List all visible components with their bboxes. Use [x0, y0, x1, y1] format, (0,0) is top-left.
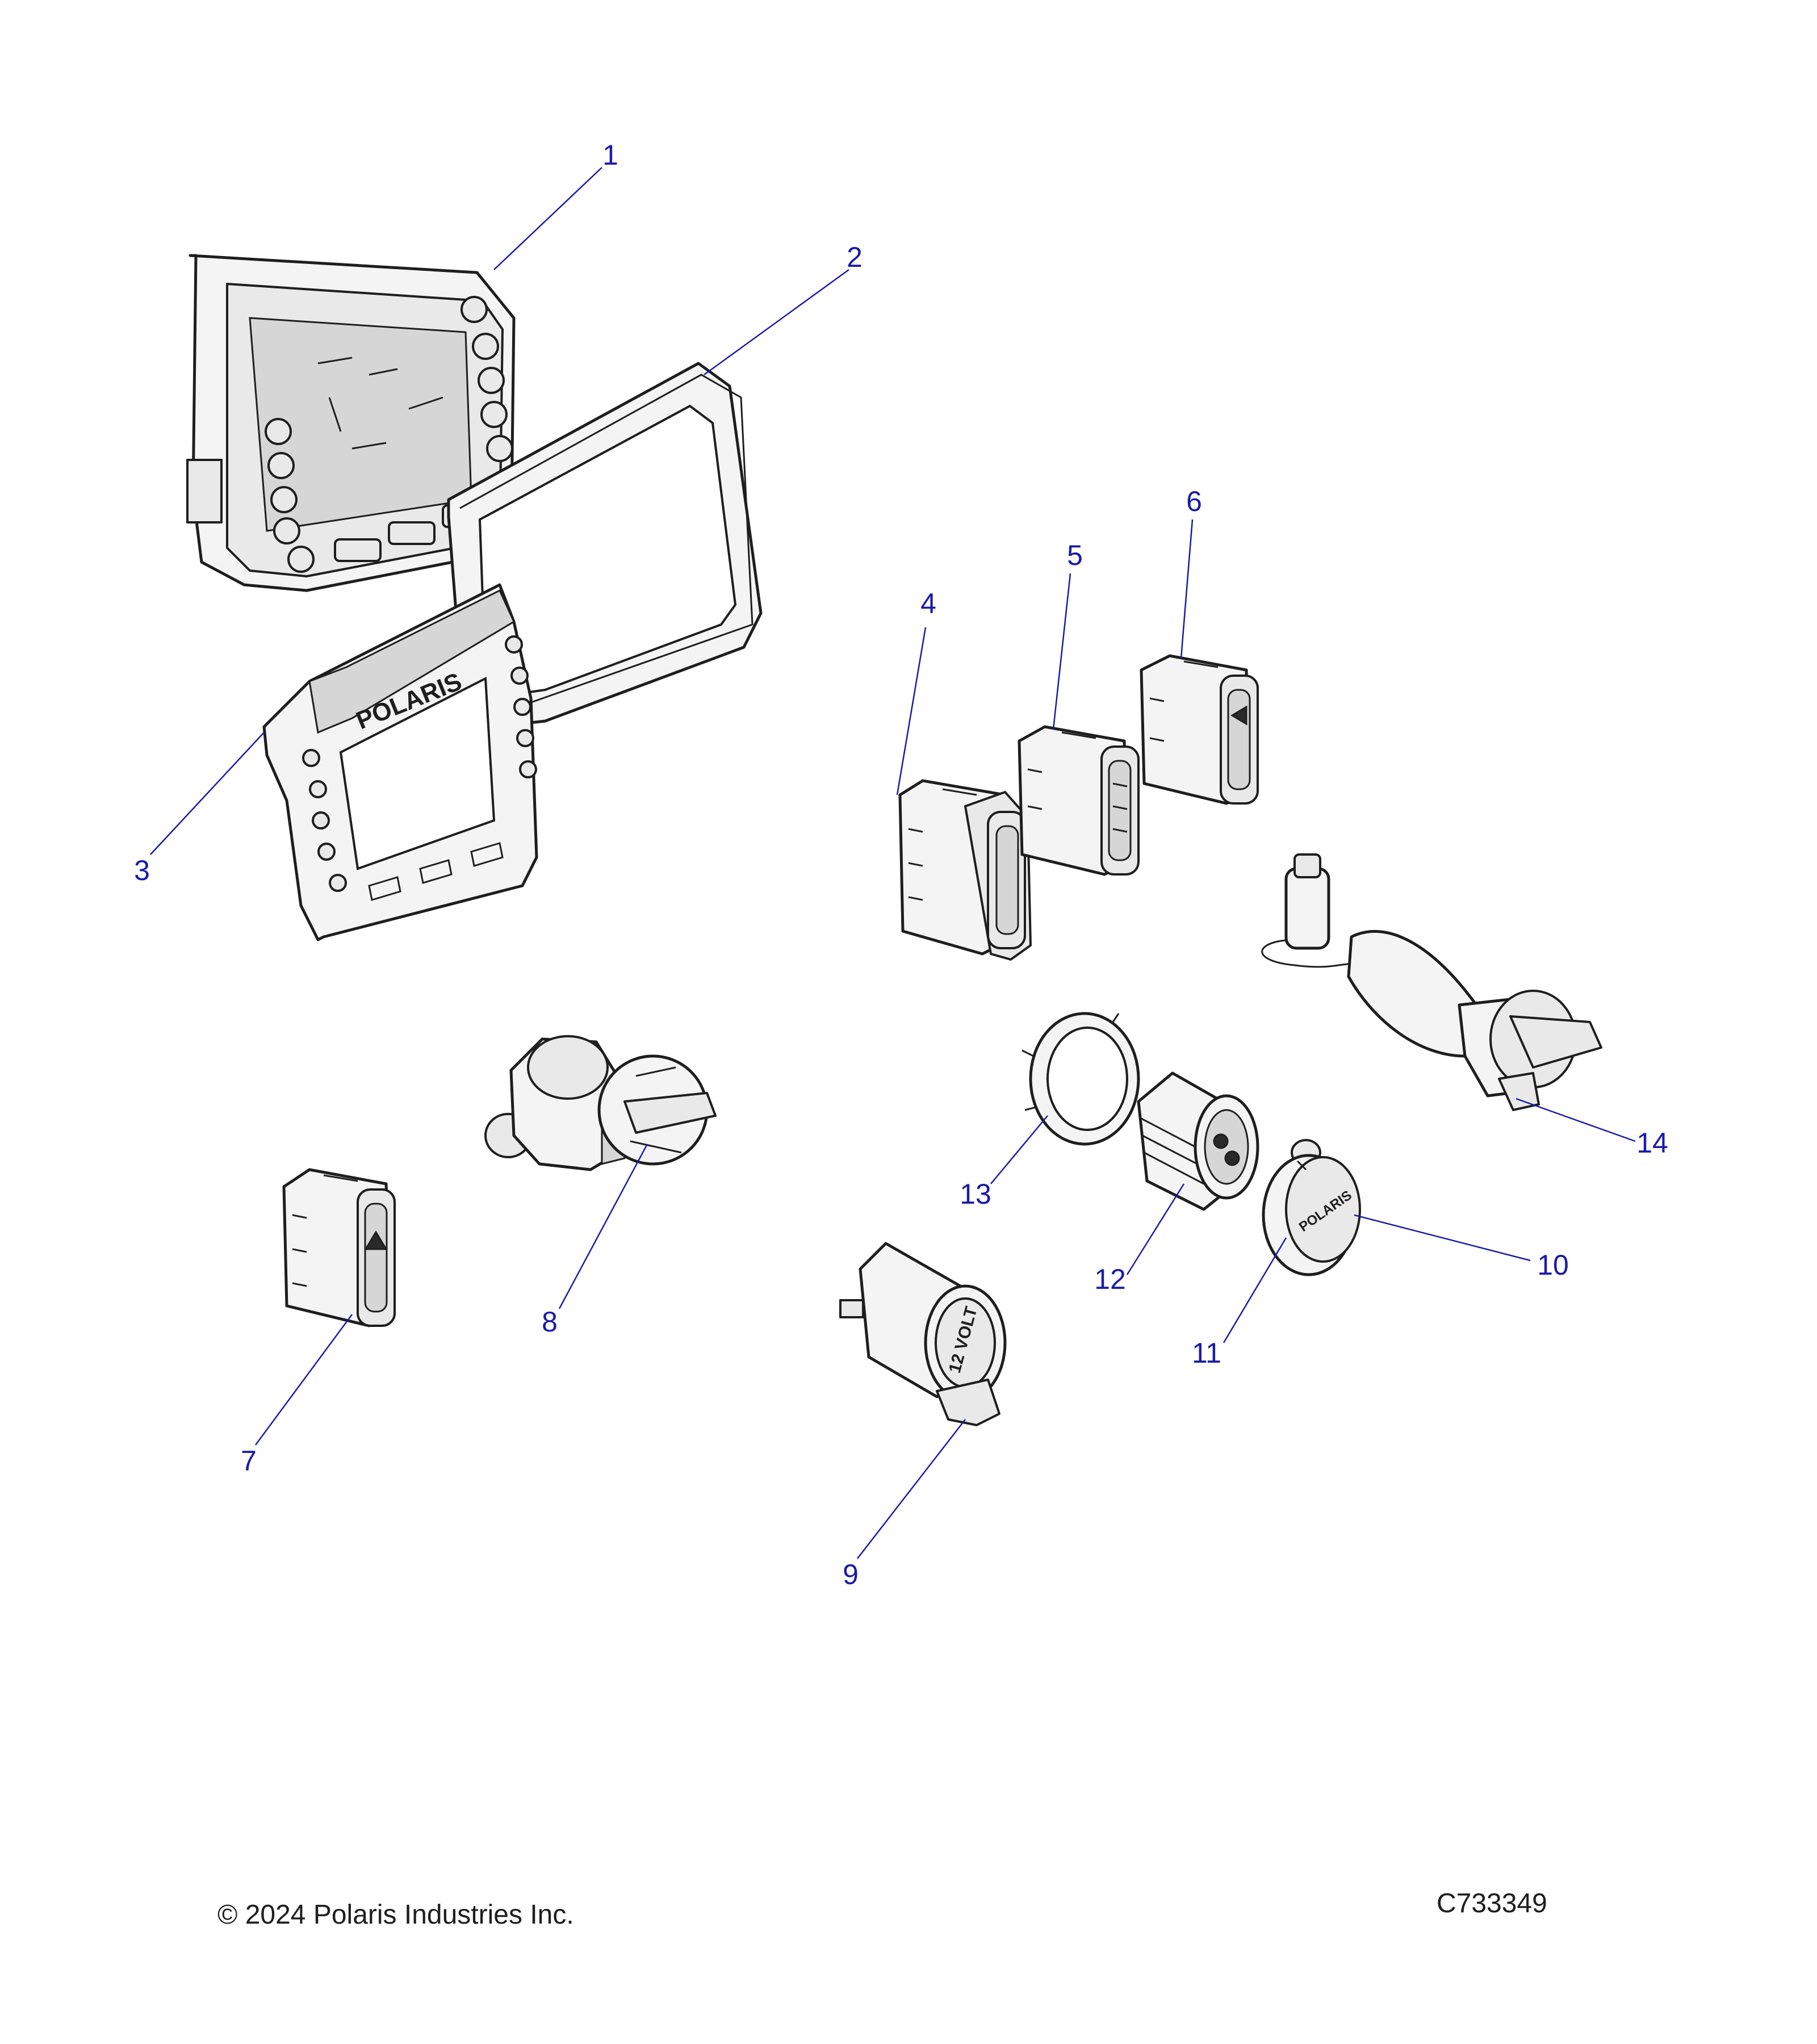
leader-13 — [990, 1115, 1048, 1184]
callout-3: 3 — [134, 855, 150, 886]
part-12-usb-socket-body — [1137, 1071, 1259, 1211]
callout-12: 12 — [1094, 1263, 1126, 1295]
callout-10: 10 — [1537, 1249, 1569, 1281]
callout-numbers: 1 2 3 4 5 6 7 8 9 10 11 12 13 14 — [134, 139, 1668, 1590]
part-1-display-cluster — [186, 254, 516, 592]
callout-8: 8 — [542, 1306, 558, 1338]
part-3-bezel: POLARIS — [262, 583, 538, 941]
leader-14 — [1515, 1098, 1636, 1142]
leader-4 — [896, 627, 927, 795]
leader-10 — [1354, 1214, 1531, 1262]
part-14-usb-harness — [1261, 853, 1602, 1111]
callout-11: 11 — [1192, 1337, 1221, 1369]
part-9-12v-socket: 12 VOLT — [839, 1242, 1007, 1426]
leader-7 — [254, 1314, 353, 1446]
callout-1: 1 — [602, 139, 618, 171]
part-5-rocker-switch — [1018, 725, 1140, 876]
display-buttons-right — [460, 296, 513, 462]
copyright-text: © 2024 Polaris Industries Inc. — [217, 1900, 574, 1930]
leader-6 — [1180, 519, 1194, 659]
callout-5: 5 — [1067, 539, 1083, 571]
leader-1 — [493, 167, 602, 270]
callout-6: 6 — [1186, 485, 1202, 517]
callout-7: 7 — [241, 1445, 257, 1477]
display-buttons-left — [265, 418, 315, 573]
part-4-rocker-switch — [898, 779, 1032, 961]
callout-14: 14 — [1636, 1127, 1668, 1159]
callout-13: 13 — [960, 1178, 991, 1210]
callout-9: 9 — [843, 1559, 859, 1590]
leader-11 — [1223, 1237, 1287, 1343]
callout-4: 4 — [920, 588, 936, 619]
leader-5 — [1052, 573, 1071, 730]
figure-id-text: C733349 — [1437, 1888, 1547, 1919]
callout-2: 2 — [847, 241, 863, 273]
part-10-11-polaris-cap: POLARIS — [1262, 1139, 1361, 1276]
leader-3 — [150, 732, 265, 855]
leader-8 — [558, 1144, 648, 1309]
leader-9 — [857, 1419, 966, 1559]
leader-2 — [704, 269, 849, 376]
leader-12 — [1126, 1183, 1185, 1275]
part-7-hazard-switch — [282, 1168, 396, 1327]
leader-lines — [150, 167, 1636, 1559]
part-8-ignition-switch — [484, 1035, 717, 1171]
part-6-rocker-switch — [1140, 654, 1259, 805]
part-13-retaining-nut — [1021, 1012, 1140, 1146]
